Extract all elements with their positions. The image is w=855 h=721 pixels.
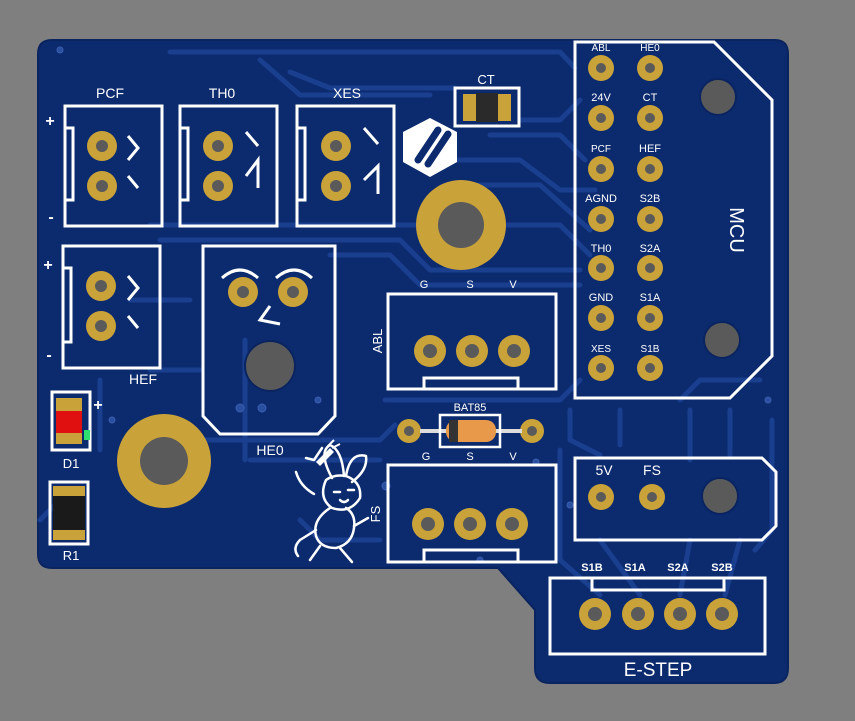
pcb-board bbox=[37, 39, 789, 684]
d1-plus: + bbox=[93, 397, 102, 414]
mcu-pin-s2a: S2A bbox=[640, 243, 661, 255]
d1-label: D1 bbox=[63, 456, 80, 471]
he0-label: HE0 bbox=[256, 442, 283, 458]
abl-pin-v: V bbox=[509, 279, 517, 291]
fs-pin-g: G bbox=[422, 451, 431, 463]
mcu-pin-ct: CT bbox=[643, 92, 658, 104]
ct-label: CT bbox=[477, 72, 494, 87]
connector-power: 5V FS bbox=[573, 456, 778, 542]
power-pin-fs: FS bbox=[643, 462, 661, 478]
connector-th0: TH0 bbox=[178, 85, 279, 228]
component-r1: R1 bbox=[48, 480, 90, 563]
bat85-label: BAT85 bbox=[454, 402, 487, 414]
mcu-pin-hef: HEF bbox=[639, 143, 661, 155]
r1-label: R1 bbox=[63, 548, 80, 563]
connector-pcf: PCF + - bbox=[45, 85, 164, 228]
mcu-pin-agnd: AGND bbox=[585, 193, 617, 205]
mcu-pin-s1a: S1A bbox=[640, 292, 661, 304]
mcu-pin-th0: TH0 bbox=[591, 243, 612, 255]
mcu-pin-abl: ABL bbox=[592, 43, 611, 54]
mcu-pin-pcf: PCF bbox=[591, 144, 611, 155]
mcu-label: MCU bbox=[725, 207, 747, 253]
estep-pin-s1b: S1B bbox=[581, 562, 602, 574]
connector-xes: XES bbox=[295, 85, 396, 228]
mcu-pin-s1b: S1B bbox=[641, 344, 660, 355]
connector-fs: G S V FS bbox=[368, 451, 558, 564]
hef-label: HEF bbox=[129, 371, 157, 387]
mcu-pin-gnd: GND bbox=[589, 292, 614, 304]
mounting-hole-icon bbox=[244, 340, 296, 392]
mounting-hole-icon bbox=[703, 321, 741, 359]
estep-pin-s2b: S2B bbox=[711, 562, 732, 574]
fs-pin-s: S bbox=[466, 451, 473, 463]
connector-estep: S1B S1A S2A S2B E-STEP bbox=[548, 562, 767, 681]
connector-hef: HEF + - bbox=[43, 244, 162, 387]
mcu-pin-he0: HE0 bbox=[640, 43, 660, 54]
fs-pin-v: V bbox=[509, 451, 517, 463]
connector-he0: HE0 bbox=[201, 244, 337, 458]
mounting-hole-icon bbox=[416, 180, 506, 270]
xes-label: XES bbox=[333, 85, 361, 101]
th0-label: TH0 bbox=[209, 85, 236, 101]
component-bat85: BAT85 bbox=[397, 402, 544, 449]
pcf-plus: + bbox=[45, 113, 54, 130]
rabbit-carrot-icon bbox=[316, 439, 341, 466]
abl-pin-s: S bbox=[466, 279, 473, 291]
estep-pin-s1a: S1A bbox=[624, 562, 645, 574]
mcu-pin-s2b: S2B bbox=[640, 193, 661, 205]
mounting-hole-icon bbox=[117, 414, 211, 508]
component-d1: + D1 bbox=[50, 390, 103, 471]
copper-traces bbox=[37, 49, 775, 598]
component-ct: CT bbox=[453, 72, 521, 128]
rabbit-mascot-icon bbox=[294, 443, 370, 564]
pcf-label: PCF bbox=[96, 85, 124, 101]
hef-minus: - bbox=[46, 347, 51, 364]
hef-plus: + bbox=[43, 257, 52, 274]
mounting-hole-icon bbox=[699, 78, 737, 116]
abl-label: ABL bbox=[370, 329, 385, 354]
estep-pin-s2a: S2A bbox=[667, 562, 688, 574]
power-pin-5v: 5V bbox=[595, 462, 613, 478]
mounting-hole-icon bbox=[701, 477, 739, 515]
mcu-pin-xes: XES bbox=[591, 344, 611, 355]
logo-hexagon-icon bbox=[403, 118, 457, 177]
pcf-minus: - bbox=[48, 209, 53, 226]
mcu-pin-24v: 24V bbox=[591, 92, 611, 104]
connector-abl: G S V ABL bbox=[370, 279, 558, 391]
fs-label: FS bbox=[368, 505, 383, 522]
estep-label: E-STEP bbox=[624, 660, 693, 681]
abl-pin-g: G bbox=[420, 279, 429, 291]
mcu-header: MCU ABL 24V PCF AGND TH0 GND XES HE0 CT … bbox=[573, 40, 774, 400]
